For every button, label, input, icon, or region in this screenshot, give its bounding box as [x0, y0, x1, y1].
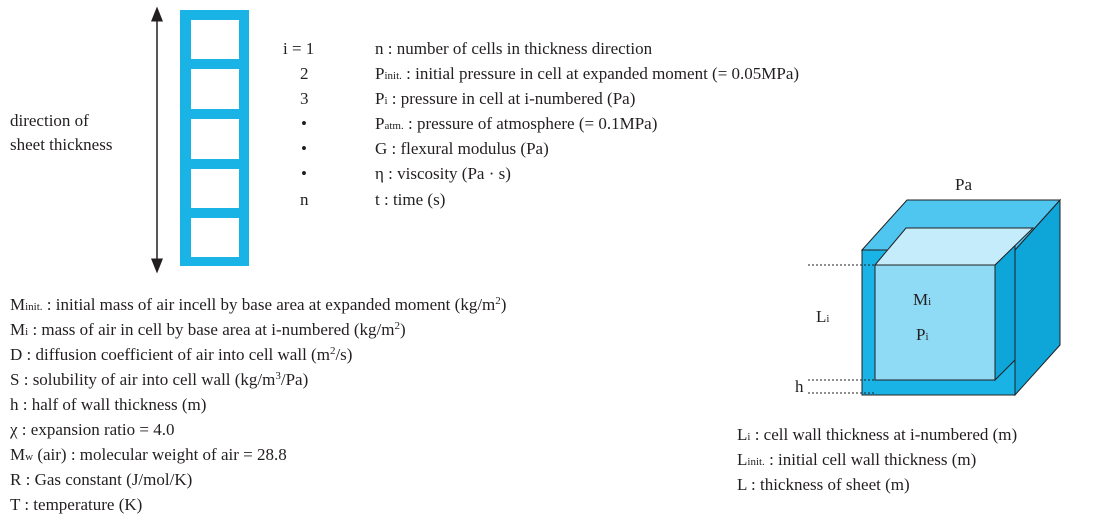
direction-label-line1: direction of [10, 111, 89, 130]
cell-3 [191, 119, 239, 159]
index-label-2: 2 [300, 64, 309, 83]
index-label-dot-1: • [301, 114, 307, 133]
cell-2 [191, 69, 239, 109]
legend-top-eta: η : viscosity (Pa · s) [375, 164, 511, 183]
legend-top-pi: Pi : pressure in cell at i-numbered (Pa) [375, 89, 636, 108]
legend-bottom-h: h : half of wall thickness (m) [10, 395, 207, 414]
cube-label-h: h [795, 377, 804, 396]
legend-right-l: L : thickness of sheet (m) [737, 475, 910, 494]
legend-top-pinit: Pinit. : initial pressure in cell at exp… [375, 64, 800, 83]
legend-top-patm: Patm. : pressure of atmosphere (= 0.1MPa… [375, 114, 658, 133]
legend-bottom-minit: Minit. : initial mass of air incell by b… [10, 295, 507, 314]
cube-label-li: Li [816, 307, 830, 326]
legend-right-linit: Linit. : initial cell wall thickness (m) [737, 450, 977, 469]
index-label-n: n [300, 190, 309, 209]
legend-bottom-s: S : solubility of air into cell wall (kg… [10, 370, 309, 389]
index-label-1: i = 1 [283, 39, 315, 58]
legend-top-g: G : flexural modulus (Pa) [375, 139, 549, 158]
index-label-dot-2: • [301, 139, 307, 158]
legend-top-t: t : time (s) [375, 190, 446, 209]
legend-bottom-mw: Mw (air) : molecular weight of air = 28.… [10, 445, 287, 464]
cell-1 [191, 20, 239, 59]
index-label-dot-3: • [301, 164, 307, 183]
cell-4 [191, 169, 239, 208]
index-label-3: 3 [300, 89, 309, 108]
legend-bottom-d: D : diffusion coefficient of air into ce… [10, 345, 353, 364]
cell-stack [180, 10, 249, 266]
cube-label-mi: Mi [913, 290, 932, 309]
legend-bottom-r: R : Gas constant (J/mol/K) [10, 470, 193, 489]
cell-cube [808, 198, 1062, 397]
cube-inner-right-face [994, 243, 1016, 382]
cube-label-pi: Pi [916, 325, 929, 344]
cube-inner-front-face [874, 264, 996, 381]
legend-bottom-chi: χ : expansion ratio = 4.0 [10, 420, 175, 439]
legend-bottom-mi: Mi : mass of air in cell by base area at… [10, 320, 406, 339]
legend-bottom-t: T : temperature (K) [10, 495, 143, 514]
legend-top-n: n : number of cells in thickness directi… [375, 39, 653, 58]
direction-label-line2: sheet thickness [10, 135, 113, 154]
cube-label-pa: Pa [955, 175, 972, 194]
legend-right-li: Li : cell wall thickness at i-numbered (… [737, 425, 1018, 444]
cell-n [191, 218, 239, 257]
